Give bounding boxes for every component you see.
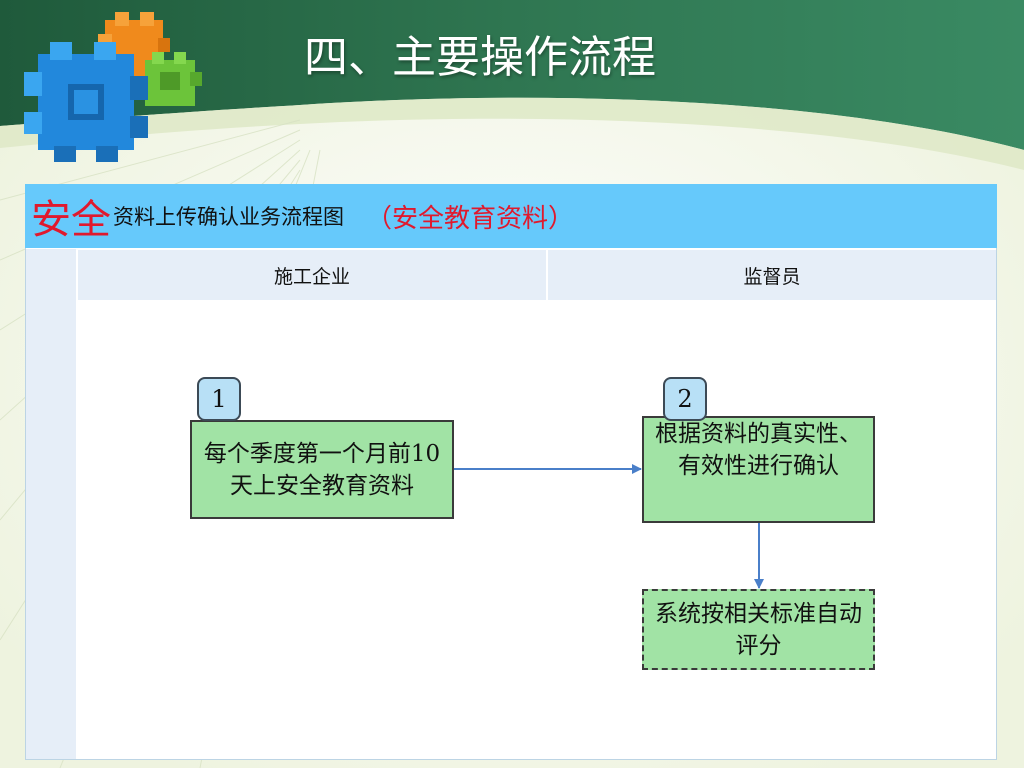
puzzle-cubes-icon	[24, 12, 202, 162]
header-title: 资料上传确认业务流程图	[113, 205, 344, 229]
process-step-2: 根据资料的真实性、有效性进行确认	[642, 416, 875, 523]
swimlane-label-column	[26, 249, 78, 759]
header-highlight: 安全	[31, 197, 111, 243]
flowchart-header: 安全 资料上传确认业务流程图 （安全教育资料）	[25, 184, 997, 248]
slide-title: 四、主要操作流程	[304, 32, 656, 83]
lane-header-contractor: 施工企业	[78, 250, 546, 300]
process-result: 系统按相关标准自动评分	[642, 589, 875, 670]
lane-header-supervisor: 监督员	[548, 250, 996, 300]
step-number-badge-1: 1	[197, 377, 241, 421]
step-number-badge-2: 2	[663, 377, 707, 421]
header-subtitle: （安全教育资料）	[366, 203, 575, 234]
process-step-1: 每个季度第一个月前10天上安全教育资料	[190, 420, 454, 519]
